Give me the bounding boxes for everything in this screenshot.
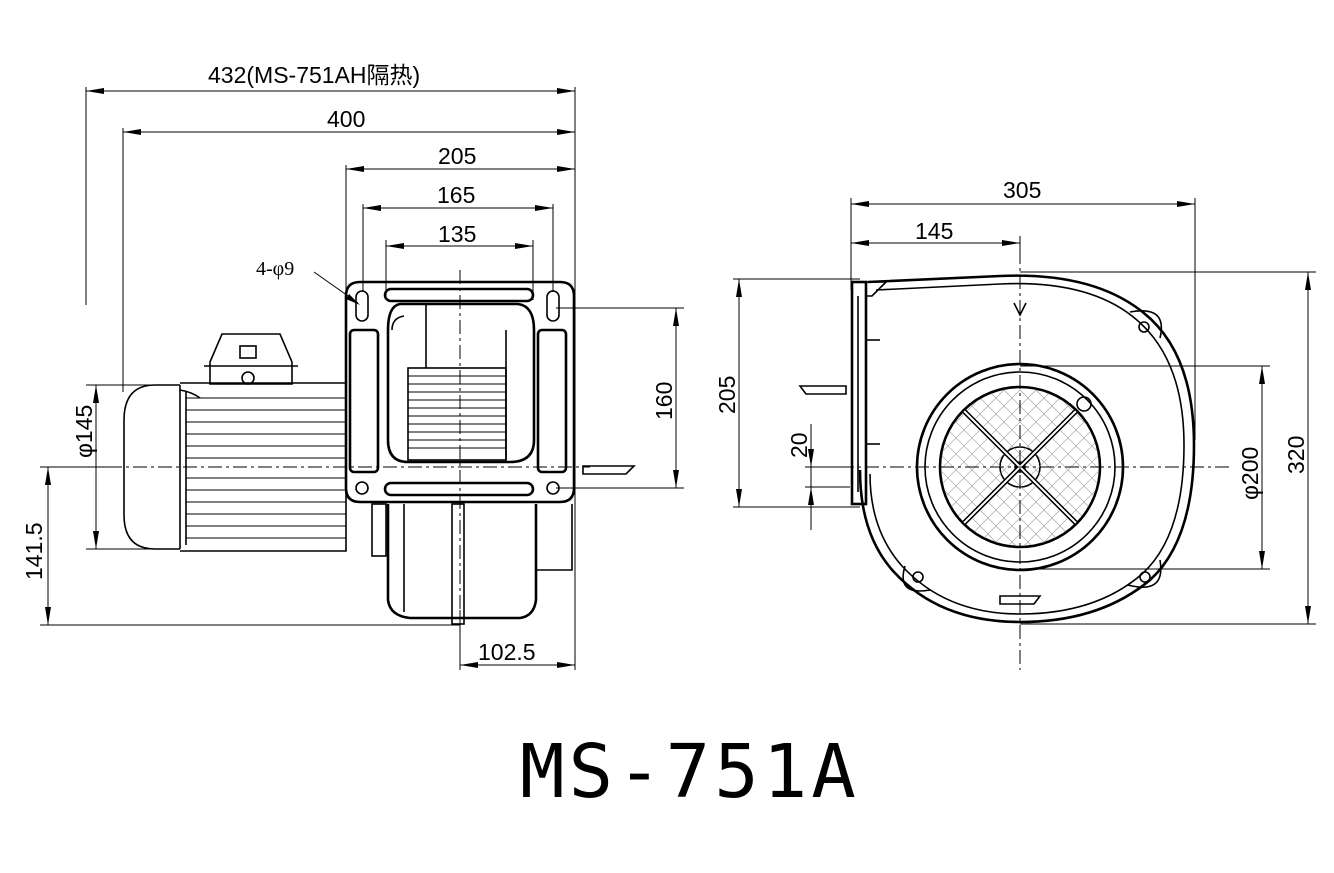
scroll-housing-outer [858, 274, 1196, 624]
front-view: 305 145 205 20 φ200 320 [714, 177, 1316, 670]
arrow [460, 662, 478, 668]
arrow [557, 129, 575, 135]
housing-ear-bl [902, 565, 931, 592]
mount-hole-bl [355, 481, 369, 495]
arrow [808, 487, 814, 505]
dim-height-320-label: 320 [1283, 436, 1309, 474]
flange-top-slot [383, 287, 535, 303]
dim-width-145-label: 145 [915, 218, 953, 244]
arrow [86, 88, 104, 94]
motor [123, 333, 347, 552]
mount-hole-tl [355, 290, 369, 322]
arrow [515, 243, 533, 249]
dim-height-205-label: 205 [714, 376, 740, 414]
arrow [557, 662, 575, 668]
dim-holes-label: 4-φ9 [256, 258, 294, 280]
dim-overall-ah-label: 432(MS-751AH隔热) [208, 62, 420, 88]
housing-ear-tr [1129, 310, 1163, 339]
dim-height-141-label: 141.5 [21, 522, 47, 580]
arrow [123, 129, 141, 135]
arrow [673, 470, 679, 488]
motor-cooling-fins [186, 397, 346, 539]
dim-width-305-label: 305 [1003, 177, 1041, 203]
arrow [363, 205, 381, 211]
airflow-arrow-bottom [999, 595, 1042, 605]
arrow [45, 467, 51, 485]
outlet-stub [535, 504, 573, 571]
housing-bolt-bl [912, 571, 924, 583]
dim-inlet-dia-label: φ200 [1237, 447, 1263, 500]
dim-offset-1025-label: 102.5 [478, 639, 536, 665]
dim-height-20-label: 20 [786, 432, 812, 458]
dim-height-160-label: 160 [651, 382, 677, 420]
dim-flange-165-label: 165 [437, 182, 475, 208]
drawing-title: MS-751A [520, 729, 860, 815]
scroll-lower [386, 504, 538, 620]
arrow [736, 489, 742, 507]
arrow [1177, 201, 1195, 207]
side-view: 432(MS-751AH隔热) 400 205 165 135 4-φ9 φ14… [21, 62, 684, 670]
grille-lines [408, 375, 506, 449]
arrow [93, 531, 99, 549]
housing-curve [391, 315, 405, 331]
arrow [1002, 240, 1020, 246]
arrow [851, 240, 869, 246]
dim-flange-135-label: 135 [438, 221, 476, 247]
arrow [1259, 551, 1265, 569]
side-bracket [371, 503, 387, 557]
airflow-arrow-left [798, 385, 847, 395]
motor-rib [179, 389, 201, 399]
arrow [557, 88, 575, 94]
terminal-screw [241, 371, 255, 385]
scroll-housing-inner [869, 282, 1185, 615]
mount-hole-br [546, 481, 560, 495]
arrow [93, 385, 99, 403]
flange-bottom-slot [383, 481, 535, 497]
arrow [346, 294, 360, 305]
arrow [1305, 272, 1311, 290]
arrow [851, 201, 869, 207]
arrow [535, 205, 553, 211]
dim-overall-label: 400 [327, 106, 365, 132]
airflow-arrow [582, 465, 636, 475]
terminal-box-plate [239, 345, 257, 359]
label-plate-left [348, 328, 380, 474]
housing-bolt-br [1139, 571, 1151, 583]
mount-hole-tr [546, 290, 560, 322]
housing-grille [407, 367, 507, 461]
motor-end-cap [123, 384, 180, 550]
outlet-flange-lip [866, 281, 888, 297]
shaft-plate [451, 503, 465, 625]
outlet-flange [850, 280, 868, 506]
label-plate-right [536, 328, 568, 474]
arrow [808, 449, 814, 467]
arrow [557, 166, 575, 172]
arrow [1305, 606, 1311, 624]
guard-screw [1076, 396, 1092, 412]
dim-flange-205-label: 205 [438, 143, 476, 169]
housing-ear-br [1127, 559, 1162, 588]
arrow [1259, 366, 1265, 384]
rotation-arrow-mark [1013, 302, 1027, 317]
dim-motor-dia-label: φ145 [71, 405, 97, 458]
terminal-box [209, 333, 293, 385]
flange [344, 280, 576, 504]
flange-plate [344, 280, 576, 504]
housing-bolt-tr [1138, 321, 1150, 333]
housing-side [371, 302, 573, 625]
inlet-housing [386, 302, 536, 464]
arrow [673, 308, 679, 326]
arrow [386, 243, 404, 249]
arrow [45, 607, 51, 625]
arrow [736, 279, 742, 297]
arrow [346, 166, 364, 172]
